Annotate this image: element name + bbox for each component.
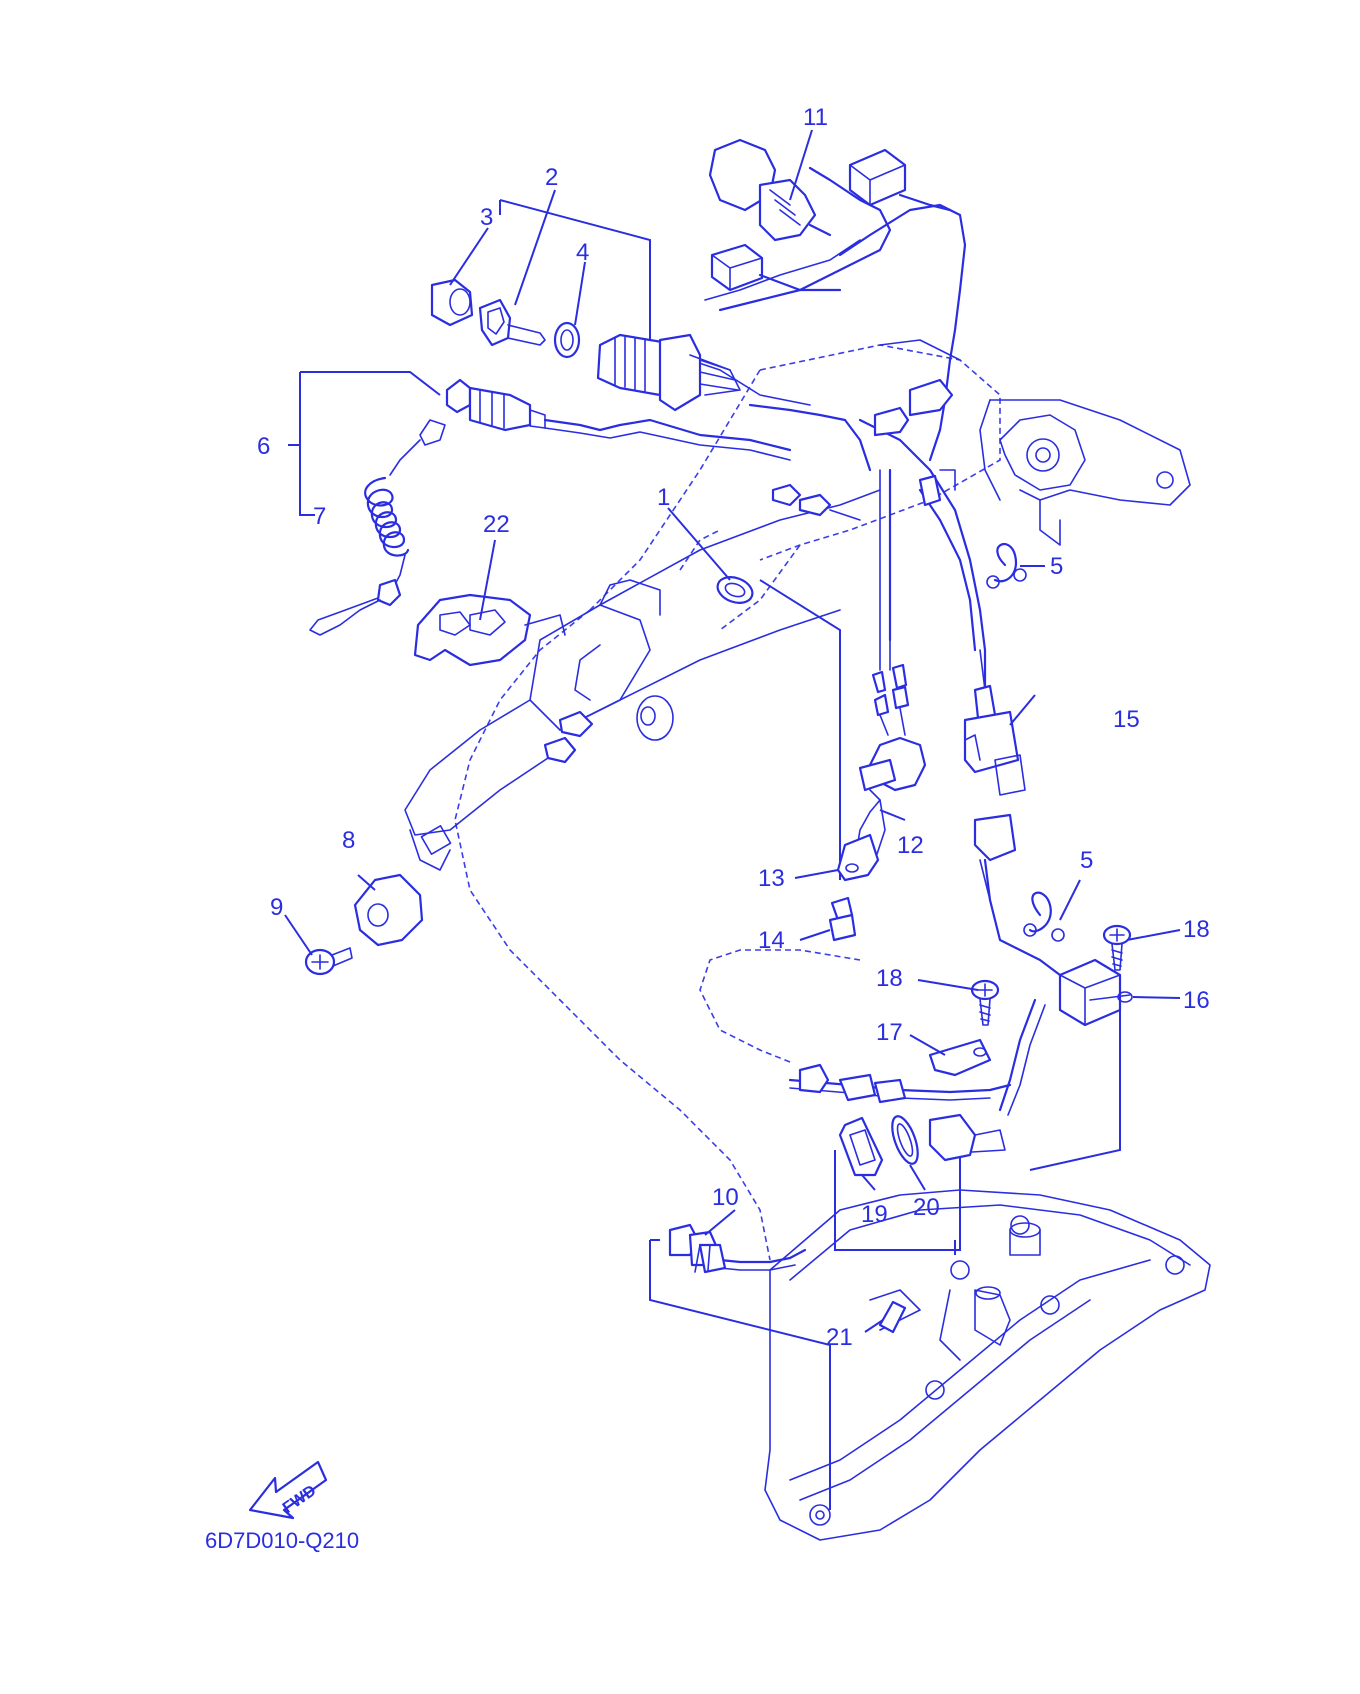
- part-3-cap: [430, 278, 474, 327]
- callout-9: 9: [270, 894, 283, 921]
- tiller-handle-outline: [454, 344, 1001, 1261]
- tiller-arm: [404, 489, 881, 871]
- part-10-connector: [668, 1223, 727, 1274]
- fwd-arrow-icon: FWD: [248, 1460, 328, 1520]
- part-9-screw: [304, 947, 353, 976]
- callout-6: 6: [257, 433, 270, 460]
- callout-13: 13: [758, 865, 785, 892]
- callout-2: 2: [545, 164, 558, 191]
- callout-7: 7: [313, 503, 326, 530]
- reference-lines: [679, 529, 861, 1063]
- part-22-grip: [413, 593, 566, 667]
- bottom-cowling-tray: [764, 1189, 1211, 1541]
- part-1-clamp: [716, 576, 754, 604]
- connector-box-mid: [710, 243, 842, 292]
- part-6-stop-switch: [445, 378, 546, 432]
- part-5-clip-upper: [986, 543, 1027, 589]
- callout-18-left: 18: [876, 965, 903, 992]
- callout-1: 1: [657, 484, 670, 511]
- leader-lines: [284, 129, 1181, 1333]
- callout-5-upper: 5: [1050, 553, 1063, 580]
- part-20-seal: [891, 1115, 919, 1165]
- callout-5-lower: 5: [1080, 847, 1093, 874]
- part-4-washer: [553, 321, 581, 359]
- part-5-clip-lower: [1023, 891, 1065, 942]
- callout-3: 3: [480, 204, 493, 231]
- callout-18-right: 18: [1183, 916, 1210, 943]
- steering-bracket: [879, 339, 1191, 546]
- part-17-plate: [928, 1038, 992, 1077]
- callout-8: 8: [342, 827, 355, 854]
- callout-4: 4: [576, 239, 589, 266]
- part-18-screw-right: [1102, 924, 1132, 971]
- callout-19: 19: [861, 1201, 888, 1228]
- part-7-lanyard: [309, 419, 446, 636]
- part-14-bolt: [828, 896, 857, 942]
- connector-box-top-right: [848, 148, 952, 212]
- part-12-rectifier: [854, 639, 927, 871]
- callout-15: 15: [1113, 706, 1140, 733]
- callout-22: 22: [483, 511, 510, 538]
- group-brackets: [288, 199, 1121, 1510]
- bullet-connectors: [543, 378, 956, 764]
- part-15-sensor: [963, 649, 1026, 796]
- part-16-unit: [973, 813, 1133, 1027]
- part-8-end-cap: [353, 873, 424, 947]
- part-11-connector: [708, 138, 832, 242]
- part-13-bracket: [836, 833, 880, 882]
- part-19-grommet: [838, 1116, 884, 1177]
- part-18-screw-left: [970, 979, 1000, 1026]
- callout-12: 12: [897, 832, 924, 859]
- part-2-main-switch: [596, 333, 741, 412]
- callout-17: 17: [876, 1019, 903, 1046]
- drawing-code: 6D7D010-Q210: [205, 1528, 359, 1553]
- callout-numbers: 11 2 3 4 6 7 22 1 5 15 12 13 14 8 9 5 18…: [257, 104, 1210, 1351]
- callout-16: 16: [1183, 987, 1210, 1014]
- callout-11: 11: [803, 104, 828, 131]
- callout-14: 14: [758, 927, 785, 954]
- part-21-pad: [878, 1300, 907, 1334]
- part-2-key: [478, 298, 546, 347]
- callout-21: 21: [826, 1324, 853, 1351]
- callout-10: 10: [712, 1184, 739, 1211]
- callout-20: 20: [913, 1194, 940, 1221]
- harness-connectors-lower: [798, 1063, 1006, 1162]
